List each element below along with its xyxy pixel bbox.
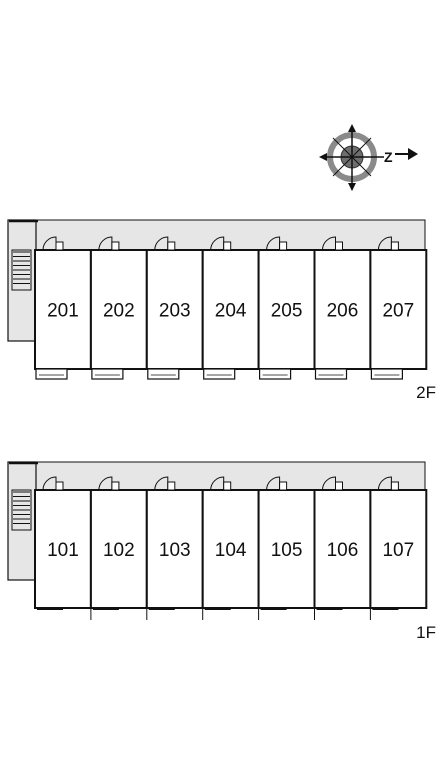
compass-arrow-icon (319, 153, 327, 161)
door-icon (210, 236, 225, 251)
unit-label: 103 (159, 540, 191, 561)
balcony (147, 368, 180, 380)
meter-box (335, 241, 343, 251)
balcony (91, 368, 124, 380)
compass-north-label: Z (384, 149, 393, 165)
unit-label: 203 (159, 301, 191, 322)
unit-label: 201 (47, 301, 79, 322)
door-icon (98, 476, 113, 491)
floor-2f: 201 202 203 204 205 206 207 2F (7, 219, 436, 402)
door-icon (377, 476, 392, 491)
meter-box (223, 241, 232, 251)
meter-box (55, 241, 64, 251)
unit-label: 206 (327, 301, 359, 322)
meter-box (111, 241, 120, 251)
door-icon (42, 476, 57, 491)
door-icon (322, 236, 336, 251)
corridor (8, 461, 426, 493)
floor-label: 1F (416, 623, 436, 642)
balcony (259, 368, 292, 380)
meter-box (390, 241, 399, 251)
floor-label: 2F (416, 383, 436, 402)
compass-arrow-icon (348, 183, 356, 191)
unit-label: 107 (382, 540, 414, 561)
floor-1f: 101 102 103 104 105 106 107 1F (7, 461, 436, 642)
unit-label: 104 (215, 540, 247, 561)
corridor (8, 219, 426, 253)
meter-box (55, 481, 64, 491)
unit-label: 204 (215, 301, 247, 322)
door-icon (98, 236, 113, 251)
unit-105 (257, 489, 316, 609)
meter-box (167, 481, 176, 491)
balcony (370, 368, 403, 380)
unit-107 (369, 489, 428, 609)
unit-207 (369, 249, 428, 370)
balcony (314, 368, 348, 380)
balcony (35, 368, 68, 380)
meter-box (390, 481, 399, 491)
unit-201 (34, 249, 92, 370)
unit-101 (34, 489, 92, 609)
unit-label: 105 (271, 540, 303, 561)
staircase (11, 249, 32, 291)
compass-arrow-icon (348, 124, 356, 132)
door-icon (377, 236, 392, 251)
unit-label: 101 (47, 540, 79, 561)
meter-box (335, 481, 343, 491)
unit-label: 202 (103, 301, 135, 322)
compass-axis-icon (332, 137, 372, 177)
meter-box (223, 481, 232, 491)
north-arrow-icon (408, 148, 418, 160)
door-icon (154, 236, 169, 251)
unit-label: 106 (327, 540, 359, 561)
meter-box (167, 241, 176, 251)
meter-box (279, 481, 288, 491)
compass-rose: Z (319, 124, 418, 191)
meter-box (279, 241, 288, 251)
balcony (203, 368, 236, 380)
unit-202 (89, 249, 148, 370)
door-icon (154, 476, 169, 491)
meter-box (111, 481, 120, 491)
door-icon (210, 476, 225, 491)
door-icon (266, 476, 281, 491)
unit-label: 205 (271, 301, 303, 322)
door-icon (42, 236, 57, 251)
door-icon (322, 476, 336, 491)
unit-label: 102 (103, 540, 135, 561)
staircase (11, 489, 32, 531)
unit-label: 207 (382, 301, 414, 322)
door-icon (266, 236, 281, 251)
